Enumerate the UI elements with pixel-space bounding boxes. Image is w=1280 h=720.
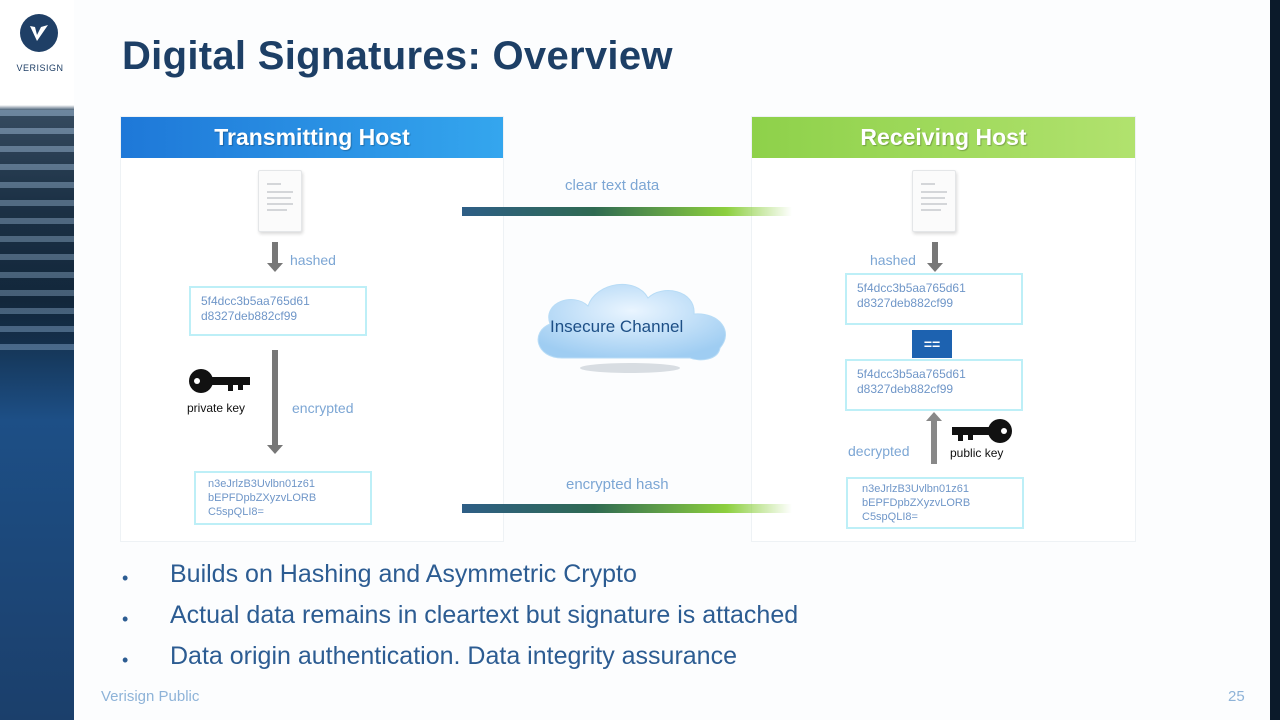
encrypted-hash-label: encrypted hash bbox=[566, 476, 669, 493]
footer-classification: Verisign Public bbox=[101, 688, 200, 705]
tx-enc-line2: bEPFDpbZXyzvLORB bbox=[208, 492, 317, 504]
hashed-arrow bbox=[267, 242, 283, 272]
public-key-icon bbox=[952, 419, 1012, 443]
rx-enc-line3: C5spQLI8= bbox=[862, 511, 918, 523]
rx-hashed-label: hashed bbox=[870, 252, 916, 268]
clear-text-label: clear text data bbox=[565, 177, 660, 194]
background-edge bbox=[1270, 0, 1280, 720]
tx-encrypted-box: n3eJrlzB3Uvlbn01z61 bEPFDpbZXyzvLORB C5s… bbox=[194, 471, 372, 525]
rx-hash2-line1: 5f4dcc3b5aa765d61 bbox=[857, 367, 966, 381]
encrypted-arrow bbox=[267, 350, 283, 454]
logo-text: VERISIGN bbox=[16, 63, 64, 73]
rx-hash2-line2: d8327deb882cf99 bbox=[857, 382, 954, 396]
rx-hash-line1: 5f4dcc3b5aa765d61 bbox=[857, 281, 966, 295]
rx-hash2-box: 5f4dcc3b5aa765d61 d8327deb882cf99 bbox=[845, 359, 1023, 411]
public-key-label: public key bbox=[950, 446, 1004, 460]
tx-hash-line1: 5f4dcc3b5aa765d61 bbox=[201, 294, 310, 308]
rx-hashed-arrow bbox=[927, 242, 943, 272]
tx-enc-line1: n3eJrlzB3Uvlbn01z61 bbox=[208, 478, 316, 490]
rx-enc-line1: n3eJrlzB3Uvlbn01z61 bbox=[862, 483, 970, 495]
verisign-logo: VERISIGN bbox=[10, 14, 70, 78]
slide-title: Digital Signatures: Overview bbox=[122, 34, 673, 78]
verisign-check-icon bbox=[20, 14, 58, 52]
tx-encrypted-label: encrypted bbox=[292, 400, 354, 416]
private-key-label: private key bbox=[187, 401, 246, 415]
rx-document-icon bbox=[912, 170, 956, 232]
page-number: 25 bbox=[1228, 688, 1245, 705]
insecure-channel-cloud-icon bbox=[537, 283, 726, 373]
background-photo-strip bbox=[0, 0, 74, 720]
rx-decrypted-label: decrypted bbox=[848, 443, 910, 459]
tx-hash-line2: d8327deb882cf99 bbox=[201, 309, 298, 323]
encrypted-hash-channel bbox=[462, 504, 792, 513]
background-screens bbox=[0, 110, 74, 350]
insecure-channel-label: Insecure Channel bbox=[550, 317, 684, 336]
document-icon bbox=[258, 170, 302, 232]
rx-encrypted-box: n3eJrlzB3Uvlbn01z61 bEPFDpbZXyzvLORB C5s… bbox=[846, 477, 1024, 529]
receiving-host-header: Receiving Host bbox=[752, 117, 1135, 158]
private-key-icon bbox=[189, 369, 250, 393]
rx-hash-box: 5f4dcc3b5aa765d61 d8327deb882cf99 bbox=[845, 273, 1023, 325]
tx-enc-line3: C5spQLI8= bbox=[208, 506, 264, 518]
clear-text-channel bbox=[462, 207, 792, 216]
tx-hashed-label: hashed bbox=[290, 252, 336, 268]
tx-hash-box: 5f4dcc3b5aa765d61 d8327deb882cf99 bbox=[189, 286, 367, 336]
transmitting-host-header: Transmitting Host bbox=[121, 117, 503, 158]
decrypted-arrow bbox=[926, 412, 942, 464]
equals-badge: == bbox=[912, 330, 952, 358]
rx-enc-line2: bEPFDpbZXyzvLORB bbox=[862, 497, 971, 509]
rx-hash-line2: d8327deb882cf99 bbox=[857, 296, 954, 310]
